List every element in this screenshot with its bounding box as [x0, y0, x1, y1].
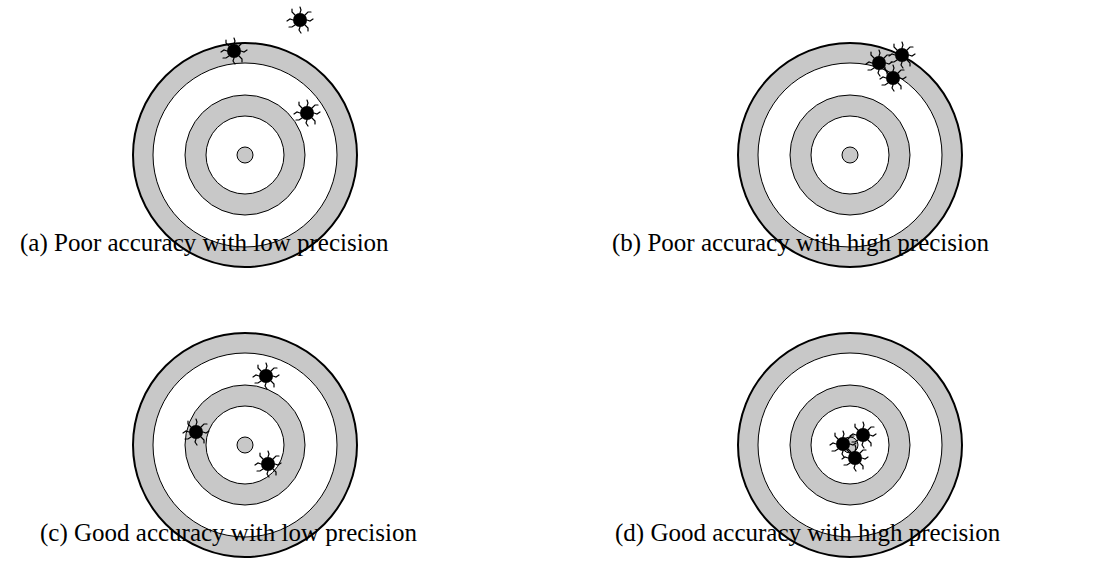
bullet-hole — [255, 451, 281, 477]
caption: (b) Poor accuracy with high precision — [612, 228, 989, 258]
bullet-hole — [880, 65, 906, 91]
bullet-hole — [183, 419, 209, 445]
bullet-hole — [294, 100, 320, 126]
bullet-hole — [221, 38, 247, 64]
bullet-hole — [866, 50, 892, 76]
bullet-hole — [889, 42, 915, 68]
bullet-hole — [842, 445, 868, 471]
bullet-hole — [253, 363, 279, 389]
caption: (d) Good accuracy with high precision — [615, 518, 1000, 548]
caption: (c) Good accuracy with low precision — [40, 518, 417, 548]
bullet-hole — [850, 422, 876, 448]
caption: (a) Poor accuracy with low precision — [20, 228, 389, 258]
bullet-hole — [287, 7, 313, 33]
